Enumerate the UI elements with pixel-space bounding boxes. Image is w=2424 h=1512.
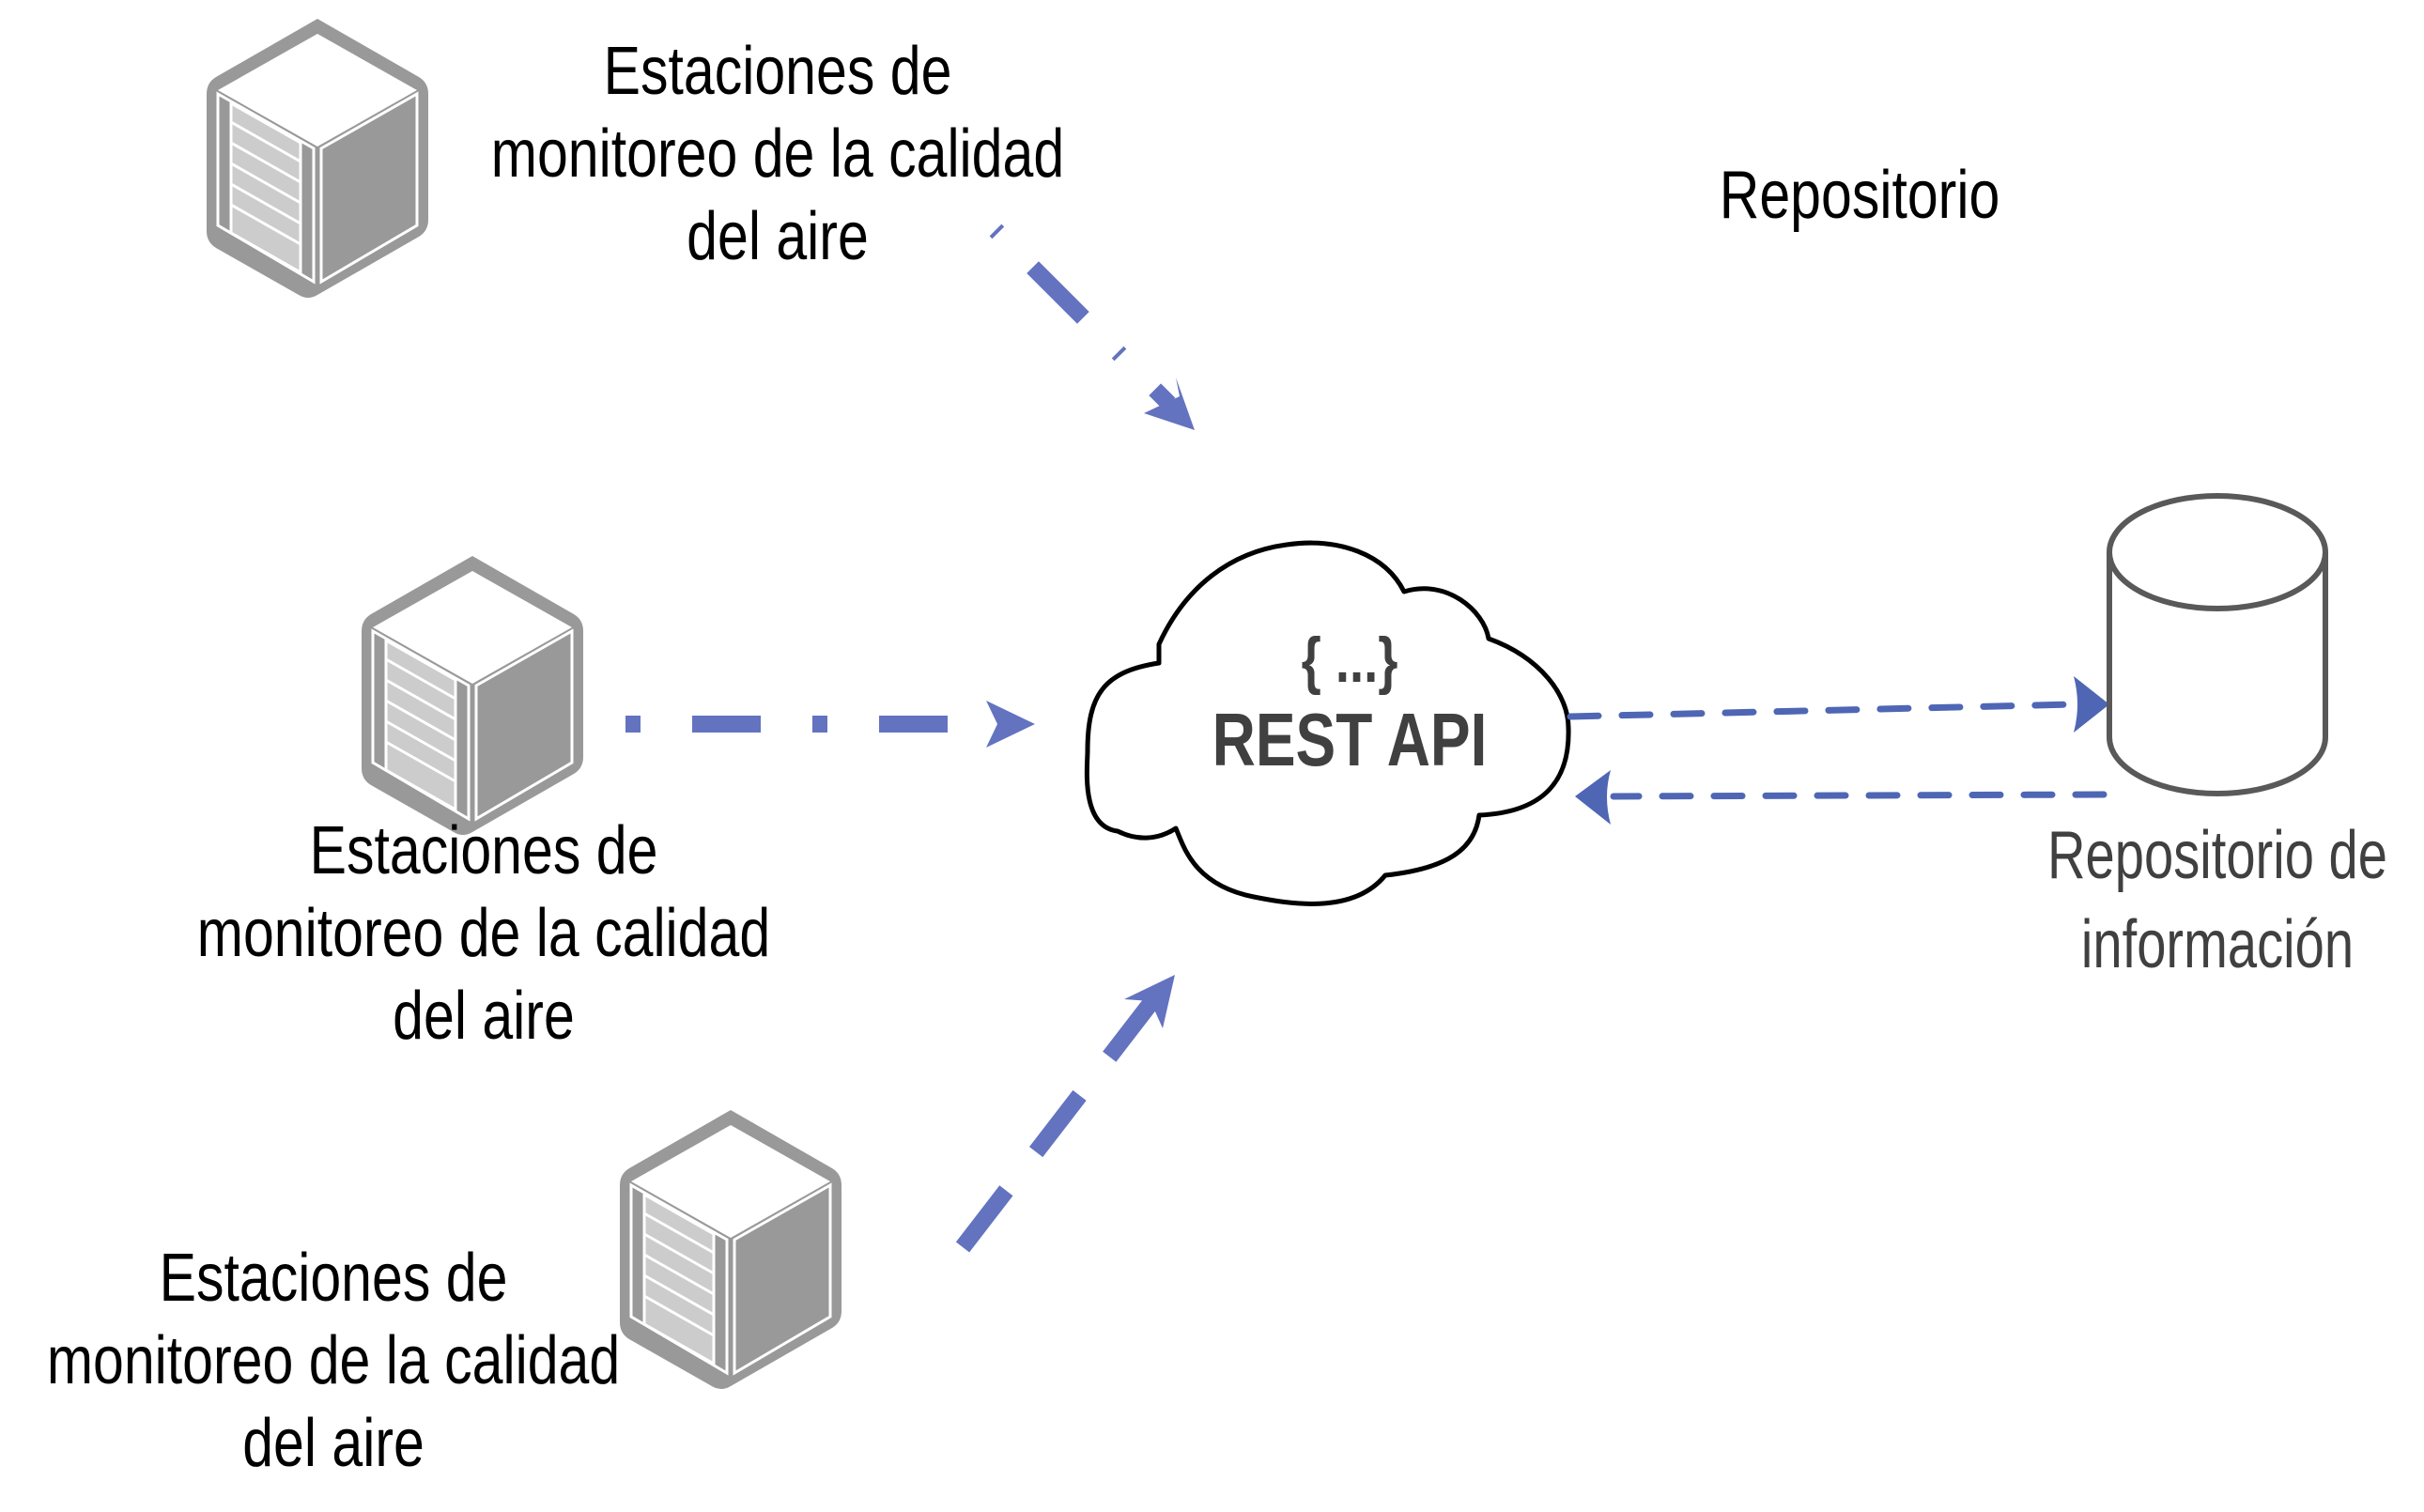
arrow-api-to-repository	[1567, 676, 2109, 733]
diagram-title: Repositorio	[1720, 156, 2000, 232]
station-3: Estaciones de monitoreo de la calidad de…	[47, 1108, 843, 1480]
station-label-line-1: Estaciones de	[310, 811, 658, 887]
station-label-line-3: del aire	[393, 977, 575, 1053]
rest-api-cloud: { ...} REST API	[1084, 540, 1571, 906]
server-icon	[360, 554, 585, 837]
arrow-repository-to-api	[1575, 770, 2107, 825]
station-label-line-2: monitoreo de la calidad	[197, 894, 770, 970]
arrow-station-3-to-api	[955, 975, 1175, 1253]
station-label-line-2: monitoreo de la calidad	[47, 1321, 620, 1397]
station-2: Estaciones de monitoreo de la calidad de…	[197, 554, 770, 1053]
station-1: Estaciones de monitoreo de la calidad de…	[205, 17, 1064, 300]
station-label-line-3: del aire	[687, 197, 869, 273]
arrow-station-2-to-api	[625, 701, 1035, 748]
cloud-icon	[1084, 540, 1571, 906]
repository-label-line-2: información	[2081, 906, 2354, 981]
api-label: REST API	[1212, 698, 1488, 781]
database-icon	[2107, 493, 2328, 796]
repository-label-line-1: Repositorio de	[2047, 817, 2387, 892]
arrow-station-1-to-api	[989, 224, 1195, 430]
repository: Repositorio de información	[2047, 493, 2387, 982]
station-label-line-1: Estaciones de	[604, 32, 952, 108]
station-label-line-3: del aire	[242, 1404, 425, 1480]
server-icon	[205, 17, 430, 300]
station-label-line-2: monitoreo de la calidad	[491, 115, 1064, 191]
server-icon	[618, 1108, 843, 1391]
api-braces-icon: { ...}	[1302, 625, 1398, 696]
station-label-line-1: Estaciones de	[160, 1239, 508, 1315]
